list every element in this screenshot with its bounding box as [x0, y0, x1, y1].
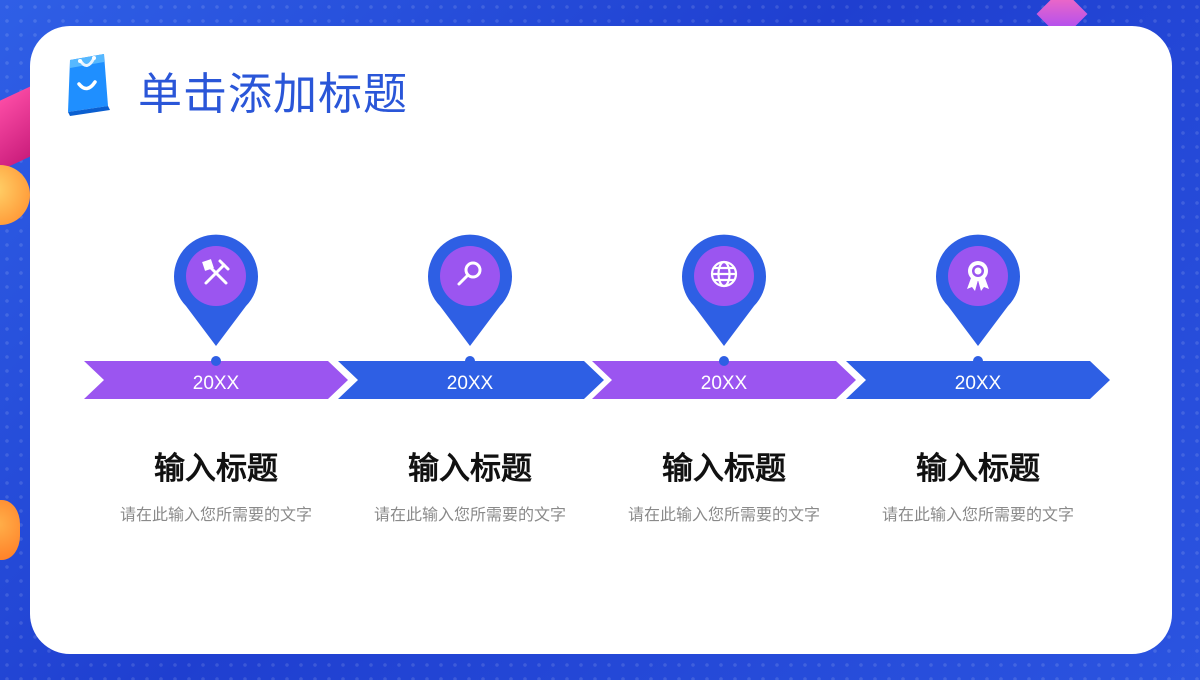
timeline-year[interactable]: 20XX	[446, 373, 494, 394]
map-pin	[428, 234, 512, 346]
map-pin	[174, 234, 258, 346]
award-icon	[967, 261, 989, 291]
timeline-dot	[973, 356, 983, 366]
item-description[interactable]: 请在此输入您所需要的文字	[119, 505, 312, 524]
map-pin	[682, 234, 766, 346]
decor-shape	[0, 500, 20, 560]
timeline-dot	[719, 356, 729, 366]
timeline-arrow	[846, 361, 1110, 399]
globe-icon	[710, 260, 738, 288]
item-title[interactable]: 输入标题	[916, 451, 1040, 487]
item-title[interactable]: 输入标题	[408, 451, 532, 487]
item-description[interactable]: 请在此输入您所需要的文字	[881, 505, 1074, 524]
timeline-dot	[211, 356, 221, 366]
shopping-bag-icon	[68, 54, 110, 116]
timeline-arrow	[338, 361, 604, 399]
timeline-year[interactable]: 20XX	[700, 373, 748, 394]
tools-icon	[202, 259, 230, 285]
map-pin	[936, 234, 1020, 346]
item-description[interactable]: 请在此输入您所需要的文字	[627, 505, 820, 524]
item-title[interactable]: 输入标题	[154, 451, 278, 487]
search-icon	[457, 261, 482, 286]
timeline-arrow	[592, 361, 856, 399]
page-title[interactable]: 单击添加标题	[138, 69, 408, 120]
timeline-year[interactable]: 20XX	[192, 373, 240, 394]
item-description[interactable]: 请在此输入您所需要的文字	[373, 505, 566, 524]
timeline-dot	[465, 356, 475, 366]
timeline-year[interactable]: 20XX	[954, 373, 1002, 394]
timeline-arrow	[84, 361, 348, 399]
item-title[interactable]: 输入标题	[662, 451, 786, 487]
